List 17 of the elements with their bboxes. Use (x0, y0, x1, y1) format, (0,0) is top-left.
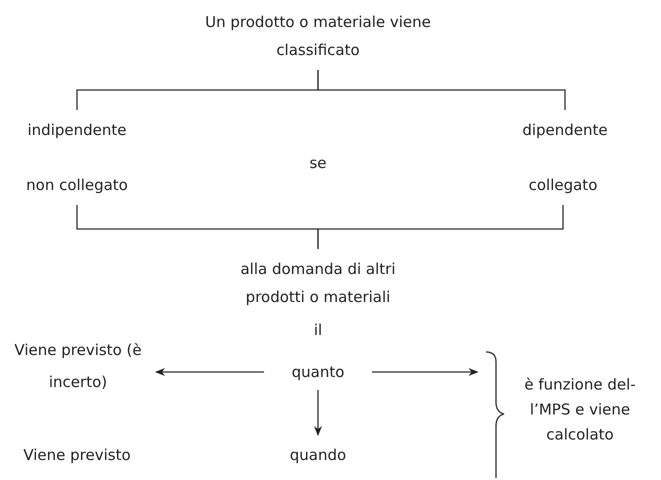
node-text: dipendente (495, 116, 635, 144)
bracket-line (317, 205, 564, 249)
node-text: quando (278, 441, 358, 469)
text-label: il (314, 320, 322, 341)
node-text: indipendente (7, 116, 147, 144)
bracket-line (317, 70, 566, 110)
node-text: Viene previsto (è incerto) (8, 334, 148, 398)
node-text: quanto (278, 358, 358, 386)
arrow (372, 368, 478, 376)
node-text: collegato (493, 171, 633, 199)
arrow (155, 368, 264, 376)
node-text: Un prodotto o materiale viene classificato (203, 8, 433, 64)
text-label: se (309, 152, 327, 174)
arrow (314, 390, 322, 436)
node-text: è funzione del- l’MPS e viene calcolato (508, 372, 652, 448)
text-label: Viene previsto (23, 444, 131, 466)
node-text: non collegato (7, 171, 147, 199)
